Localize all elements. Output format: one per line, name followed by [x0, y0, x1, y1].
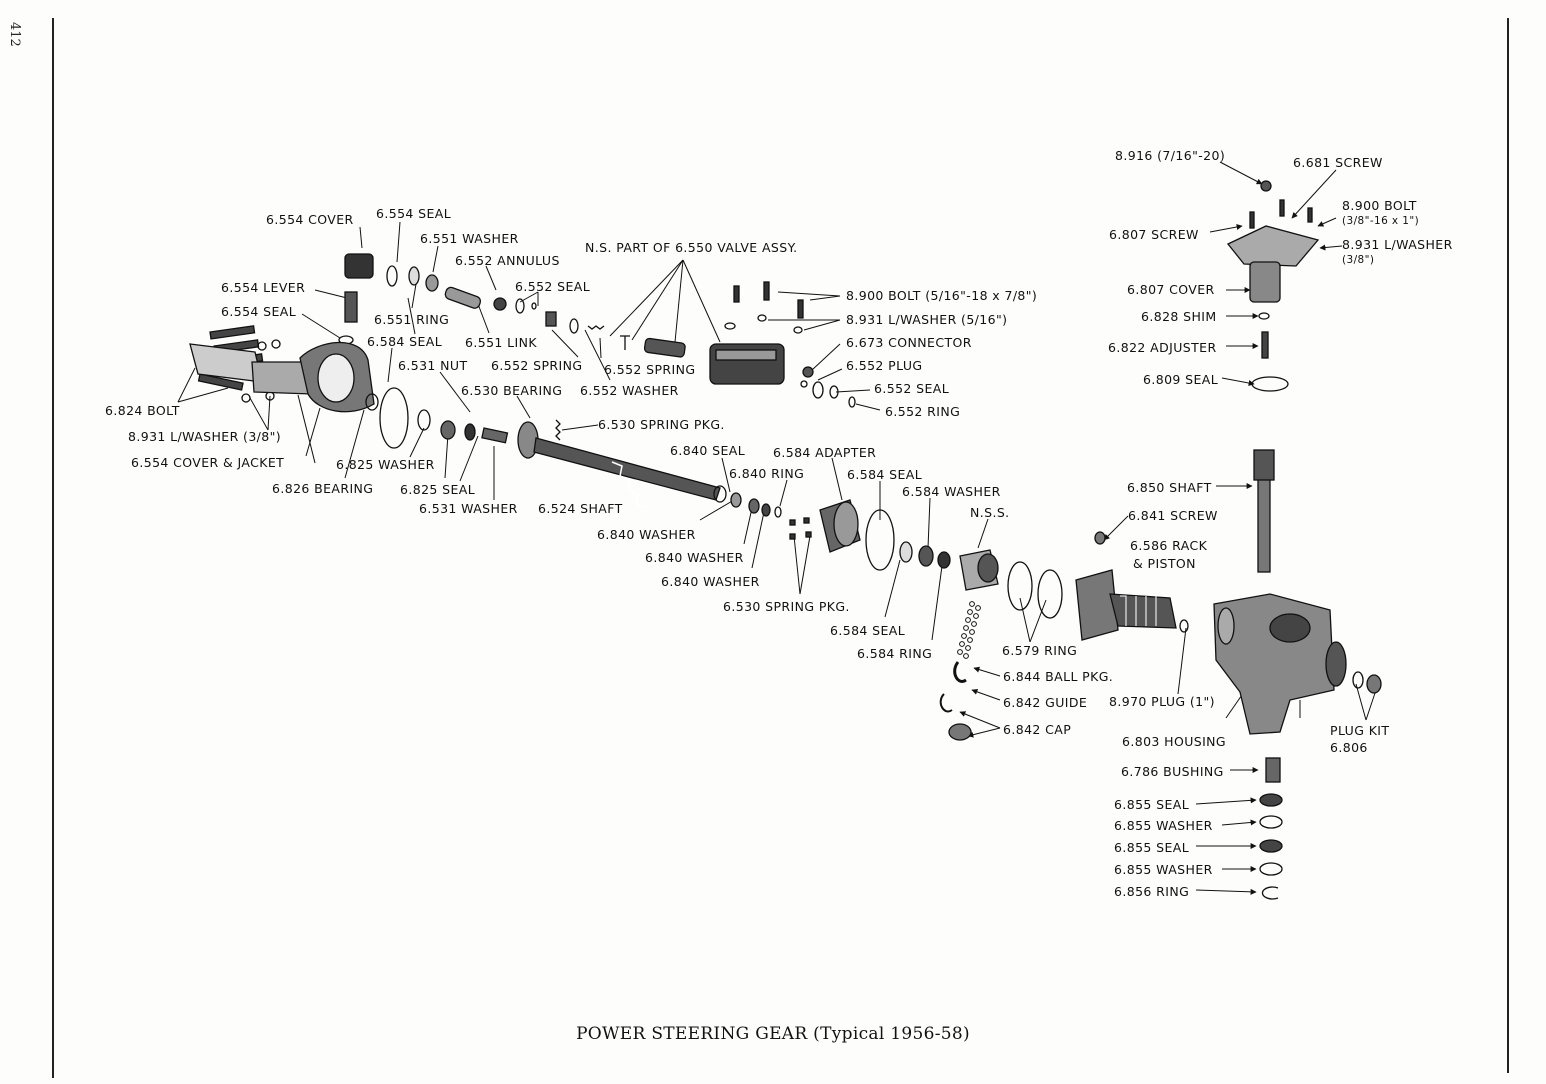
label-6551-ring: 6.551 RING [374, 312, 450, 327]
label-6554-lever: 6.554 LEVER [221, 280, 306, 295]
label-8931-lwasher-516: 8.931 L/WASHER (5/16") [846, 312, 1008, 327]
label-6826-bearing: 6.826 BEARING [272, 481, 374, 496]
label-8970-plug: 8.970 PLUG (1") [1109, 694, 1215, 709]
label-6530-spring-pkg-bottom: 6.530 SPRING PKG. [723, 599, 850, 614]
label-6803-housing: 6.803 HOUSING [1122, 734, 1227, 749]
label-nss: N.S.S. [970, 505, 1010, 520]
label-6554-cover-jacket: 6.554 COVER & JACKET [131, 455, 285, 470]
left-cover-assembly [189, 253, 379, 413]
label-6822-adjuster: 6.822 ADJUSTER [1108, 340, 1217, 355]
label-6584-seal-mid: 6.584 SEAL [847, 467, 923, 482]
label-6584-seal-low: 6.584 SEAL [830, 623, 906, 638]
label-6844-ball-pkg: 6.844 BALL PKG. [1003, 669, 1114, 684]
label-and-piston: & PISTON [1133, 556, 1196, 571]
label-6850-shaft: 6.850 SHAFT [1127, 480, 1212, 495]
label-6554-cover: 6.554 COVER [266, 212, 354, 227]
label-6825-washer: 6.825 WASHER [336, 457, 435, 472]
label-6840-washer-a: 6.840 WASHER [597, 527, 696, 542]
label-6828-shim: 6.828 SHIM [1141, 309, 1217, 324]
label-plug-kit: PLUG KIT [1330, 723, 1390, 738]
adapter-parts [819, 499, 1106, 741]
label-6673-connector: 6.673 CONNECTOR [846, 335, 972, 350]
shaft-assembly [379, 387, 812, 540]
label-6824-bolt: 6.824 BOLT [105, 403, 180, 418]
label-6584-washer: 6.584 WASHER [902, 484, 1001, 499]
label-6551-link: 6.551 LINK [465, 335, 537, 350]
label-6552-seal-right: 6.552 SEAL [874, 381, 950, 396]
leader-lines [177, 221, 1377, 721]
label-6530-spring-pkg-top: 6.530 SPRING PKG. [598, 417, 725, 432]
label-6552-spring-a: 6.552 SPRING [491, 358, 583, 373]
label-8916: 8.916 (7/16"-20) [1115, 148, 1226, 163]
label-6855-seal-a: 6.855 SEAL [1114, 797, 1190, 812]
label-8900-bolt-38: 8.900 BOLT [1342, 198, 1417, 213]
label-6842-cap: 6.842 CAP [1003, 722, 1072, 737]
label-6552-ring: 6.552 RING [885, 404, 961, 419]
label-6524-shaft: 6.524 SHAFT [538, 501, 623, 516]
label-6531-nut: 6.531 NUT [398, 358, 468, 373]
label-6552-plug: 6.552 PLUG [846, 358, 923, 373]
label-6552-annulus: 6.552 ANNULUS [455, 253, 560, 268]
label-6554-seal-left: 6.554 SEAL [221, 304, 297, 319]
label-6842-guide: 6.842 GUIDE [1003, 695, 1088, 710]
label-6554-seal-top: 6.554 SEAL [376, 206, 452, 221]
label-6840-ring: 6.840 RING [729, 466, 805, 481]
label-8900-bolt-516: 8.900 BOLT (5/16"-18 x 7/8") [846, 288, 1038, 303]
label-6584-seal-left: 6.584 SEAL [367, 334, 443, 349]
label-6840-seal: 6.840 SEAL [670, 443, 746, 458]
label-6551-washer: 6.551 WASHER [420, 231, 519, 246]
valve-parts [386, 265, 856, 408]
side-cover-assembly [1226, 180, 1320, 392]
label-6806: 6.806 [1330, 740, 1368, 755]
label-6531-washer: 6.531 WASHER [419, 501, 518, 516]
label-6840-washer-b: 6.840 WASHER [645, 550, 744, 565]
label-6807-cover: 6.807 COVER [1127, 282, 1215, 297]
label-6841-screw: 6.841 SCREW [1128, 508, 1218, 523]
label-6584-adapter: 6.584 ADAPTER [773, 445, 877, 460]
label-6825-seal: 6.825 SEAL [400, 482, 476, 497]
figure-caption: POWER STEERING GEAR (Typical 1956-58) [576, 1024, 970, 1044]
label-6552-washer: 6.552 WASHER [580, 383, 679, 398]
label-ns-part-valve: N.S. PART OF 6.550 VALVE ASSY. [585, 240, 798, 255]
label-6786-bushing: 6.786 BUSHING [1121, 764, 1224, 779]
right-rule [1507, 18, 1509, 1073]
bushing-seal-stack [1259, 757, 1283, 900]
label-6807-screw: 6.807 SCREW [1109, 227, 1199, 242]
label-6579-ring: 6.579 RING [1002, 643, 1078, 658]
label-6552-seal-top: 6.552 SEAL [515, 279, 591, 294]
label-6840-washer-c: 6.840 WASHER [661, 574, 760, 589]
label-6552-spring-b: 6.552 SPRING [604, 362, 696, 377]
label-6855-seal-b: 6.855 SEAL [1114, 840, 1190, 855]
label-6855-washer-b: 6.855 WASHER [1114, 862, 1213, 877]
label-6856-ring: 6.856 RING [1114, 884, 1190, 899]
label-6586-rack: 6.586 RACK [1130, 538, 1208, 553]
left-rule [52, 18, 54, 1078]
housing-assembly [1075, 449, 1382, 735]
arrow-leaders [959, 161, 1343, 895]
label-8931-lwasher-right: 8.931 L/WASHER [1342, 237, 1453, 252]
label-6855-washer-a: 6.855 WASHER [1114, 818, 1213, 833]
label-6530-bearing: 6.530 BEARING [461, 383, 563, 398]
label-8900-bolt-size: (3/8"-16 x 1") [1342, 215, 1420, 227]
label-6681-screw: 6.681 SCREW [1293, 155, 1383, 170]
label-8931-lwasher-38: 8.931 L/WASHER (3/8") [128, 429, 282, 444]
label-6584-ring: 6.584 RING [857, 646, 933, 661]
label-6809-seal: 6.809 SEAL [1143, 372, 1219, 387]
label-8931-lwasher-size: (3/8") [1342, 254, 1375, 266]
